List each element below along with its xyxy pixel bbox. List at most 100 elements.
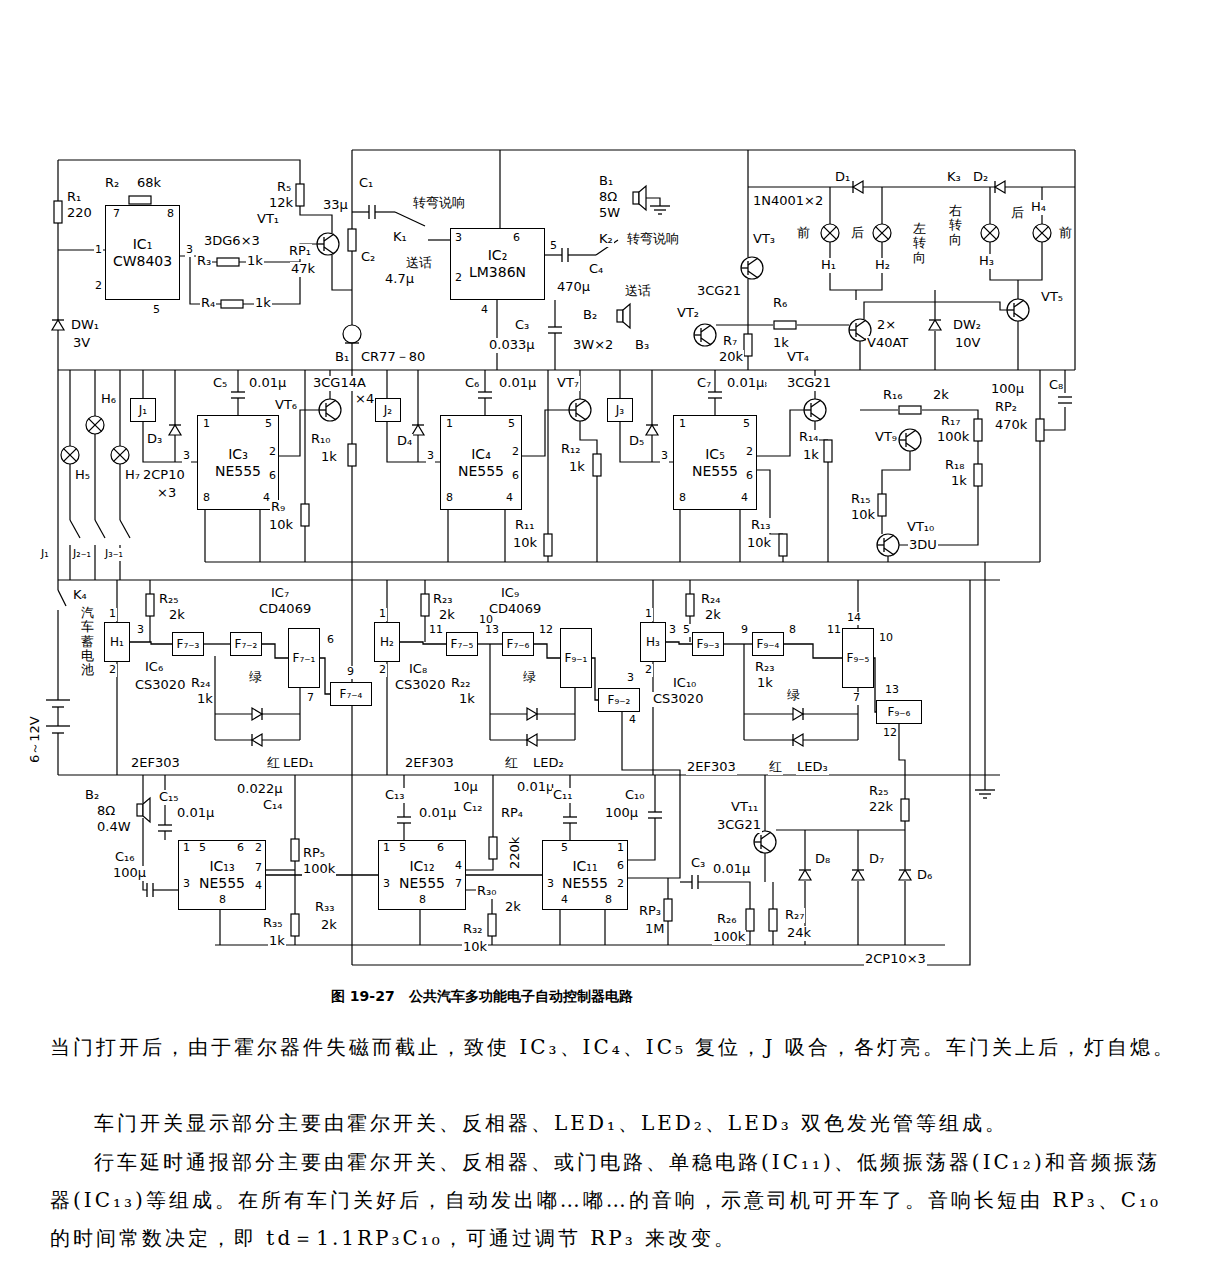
component-label: LED₁ (282, 756, 315, 771)
pin-number: 8 (445, 492, 454, 505)
capacitor-plate (563, 816, 577, 817)
component-label: 2EF303 (130, 756, 181, 771)
component-label: 绿 (786, 688, 801, 703)
wire (57, 580, 58, 590)
wire (351, 150, 352, 229)
wire (559, 910, 560, 945)
wire (259, 510, 260, 562)
component-label: IC₆ (144, 660, 164, 675)
transistor-lead (326, 413, 336, 420)
component-label: 3CG21 (716, 818, 762, 833)
wire (466, 859, 493, 870)
transistor-lead (748, 258, 758, 265)
wire (747, 279, 748, 334)
diode-bar (251, 734, 252, 746)
wire (204, 510, 205, 562)
component-label: 2k (320, 918, 338, 933)
component-label: 绿 (522, 670, 537, 685)
wire (782, 556, 783, 562)
component-label: 后 (850, 226, 865, 241)
wire (375, 211, 395, 212)
component-label: 2k (168, 608, 186, 623)
component-label: 10k (512, 536, 538, 551)
component-label: 100k (302, 862, 336, 877)
wire (504, 510, 505, 562)
component-label: R₃₅ (262, 916, 283, 931)
pin-number: 7 (254, 862, 263, 875)
wire (496, 300, 497, 370)
component-label: R₆ (772, 296, 788, 311)
capacitor-gap (1057, 397, 1073, 403)
wire (882, 451, 910, 494)
component-label: 1M (644, 922, 666, 937)
component-label: C₅ (212, 376, 228, 391)
capacitor-plate (152, 883, 153, 897)
component-label: R₁₆ (882, 388, 903, 403)
transistor-lead (884, 548, 894, 555)
transistor-symbol (741, 257, 763, 279)
component-label: C₁₆ (114, 850, 136, 865)
transistor-lead (877, 544, 884, 545)
pin-number: 1 (182, 842, 191, 855)
part-type: CW8403 (113, 253, 172, 270)
pin-number: 13 (884, 684, 900, 697)
transistor-lead (317, 243, 324, 244)
wire (716, 324, 773, 325)
wire (428, 239, 450, 240)
part-name: F₇₋₁ (293, 651, 316, 665)
wire (651, 370, 652, 425)
component-label: B₁ (598, 174, 614, 189)
part-type: NE555 (399, 875, 445, 892)
capacitor-plate (1058, 396, 1072, 397)
component-label: B₂ (84, 788, 100, 803)
wire (57, 610, 58, 700)
pin-number: 1 (202, 418, 211, 431)
component-label: D₆ (916, 868, 933, 883)
component-label: 前 (796, 226, 811, 241)
resistor-symbol (348, 444, 356, 466)
component-label: C₁ (358, 176, 374, 191)
pin-number: 9 (346, 666, 355, 679)
pin-number: 3 (668, 624, 677, 637)
component-label: R₃₀ (476, 884, 497, 899)
wire (857, 881, 858, 945)
signal-wire (784, 644, 842, 658)
transistor-lead (761, 845, 771, 852)
component-label: 22k (868, 800, 894, 815)
wire (899, 486, 978, 545)
wire (829, 187, 830, 224)
resistor-symbol (291, 839, 299, 861)
wire (776, 829, 905, 830)
capacitor-plate (231, 397, 245, 398)
pin-number: 6 (512, 232, 521, 245)
component-label: VT₂ (676, 306, 700, 321)
pin-number: 2 (254, 842, 263, 855)
component-label: 2k (932, 388, 950, 403)
resistor-symbol (488, 914, 496, 936)
part-name: J₁ (139, 403, 147, 417)
pin-number: 6 (326, 634, 335, 647)
component-label: 2k (504, 900, 522, 915)
wire (887, 556, 888, 562)
component-label: VT₃ (752, 232, 776, 247)
transistor-lead (761, 832, 771, 839)
ground-symbol (979, 793, 991, 794)
diode-symbol (799, 870, 811, 880)
component-box: F₇₋₃ (172, 632, 204, 656)
component-label: 1k (254, 296, 272, 311)
component-label: VT₁ (256, 212, 280, 227)
transistor-lead (899, 439, 906, 440)
pin-number: J₃₋₁ (104, 548, 124, 561)
capacitor-plate (567, 248, 568, 262)
pin-number: 6 (616, 860, 625, 873)
wire (304, 526, 305, 562)
component-label: 4.7μ (384, 272, 415, 287)
wire (351, 343, 352, 965)
transistor-symbol (319, 399, 341, 421)
pin-number: 3 (382, 878, 391, 891)
component-label: 100μ (604, 806, 639, 821)
component-label: 2× (876, 318, 897, 333)
speaker-symbol (137, 804, 143, 816)
component-label: 470k (994, 418, 1028, 433)
component-label: R₅ (276, 180, 292, 195)
